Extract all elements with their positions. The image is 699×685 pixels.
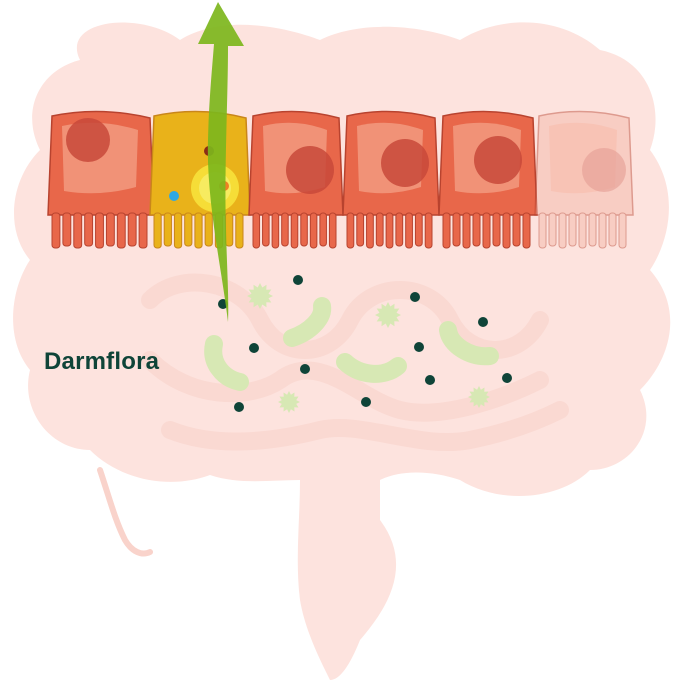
microvillus bbox=[291, 213, 298, 248]
metabolite-dot bbox=[414, 342, 424, 352]
microvillus bbox=[386, 213, 393, 248]
metabolite-dot bbox=[478, 317, 488, 327]
microvillus bbox=[443, 213, 450, 248]
metabolite-dot bbox=[502, 373, 512, 383]
microvillus bbox=[117, 213, 125, 248]
microvillus bbox=[559, 213, 566, 248]
microvillus bbox=[463, 213, 470, 248]
microvillus bbox=[310, 213, 317, 248]
microvillus bbox=[320, 213, 327, 246]
metabolite-dot bbox=[425, 375, 435, 385]
microvillus bbox=[483, 213, 490, 248]
microvillus bbox=[106, 213, 114, 246]
microvillus bbox=[329, 213, 336, 248]
microvillus bbox=[579, 213, 586, 248]
microvillus bbox=[406, 213, 413, 248]
microvillus bbox=[473, 213, 480, 246]
microvillus bbox=[357, 213, 364, 246]
microvillus bbox=[503, 213, 510, 248]
microvillus bbox=[425, 213, 432, 248]
microvillus bbox=[282, 213, 289, 246]
microvillus bbox=[63, 213, 71, 246]
nucleus bbox=[474, 136, 522, 184]
microvillus bbox=[164, 213, 171, 246]
microvillus bbox=[589, 213, 596, 246]
microbiota-label: Darmflora bbox=[44, 348, 159, 376]
microvillus bbox=[195, 213, 202, 248]
microvillus bbox=[263, 213, 270, 246]
microvillus bbox=[301, 213, 308, 246]
microvillus bbox=[96, 213, 104, 248]
appendix-shape bbox=[100, 470, 150, 554]
metabolite-dot bbox=[249, 343, 259, 353]
microvillus bbox=[367, 213, 374, 248]
microvillus bbox=[347, 213, 354, 248]
microvillus bbox=[139, 213, 147, 248]
microvillus bbox=[226, 213, 233, 246]
microvillus bbox=[185, 213, 192, 246]
microvillus bbox=[549, 213, 556, 246]
microvillus bbox=[236, 213, 243, 248]
microvillus bbox=[396, 213, 403, 246]
microvillus bbox=[52, 213, 60, 248]
microvillus bbox=[569, 213, 576, 246]
microvillus bbox=[376, 213, 383, 246]
microvillus bbox=[154, 213, 161, 248]
metabolite-dot bbox=[410, 292, 420, 302]
microvillus bbox=[415, 213, 422, 246]
metabolite-dot bbox=[300, 364, 310, 374]
microvillus bbox=[599, 213, 606, 248]
nucleus bbox=[286, 146, 334, 194]
microvillus bbox=[539, 213, 546, 248]
nucleus bbox=[66, 118, 110, 162]
microvillus bbox=[493, 213, 500, 246]
microvillus bbox=[523, 213, 530, 248]
microvillus bbox=[609, 213, 616, 246]
microvillus bbox=[272, 213, 279, 248]
microvillus bbox=[74, 213, 82, 248]
microvillus bbox=[253, 213, 260, 248]
microvillus bbox=[205, 213, 212, 246]
microvillus bbox=[174, 213, 181, 248]
microvillus bbox=[619, 213, 626, 248]
microvillus bbox=[513, 213, 520, 246]
metabolite-dot bbox=[361, 397, 371, 407]
metabolite-dot bbox=[293, 275, 303, 285]
metabolite-dot bbox=[234, 402, 244, 412]
microvillus bbox=[128, 213, 136, 246]
microvillus bbox=[453, 213, 460, 246]
nucleus bbox=[381, 139, 429, 187]
blue-molecule bbox=[169, 191, 179, 201]
nucleus bbox=[582, 148, 626, 192]
microvillus bbox=[85, 213, 93, 246]
